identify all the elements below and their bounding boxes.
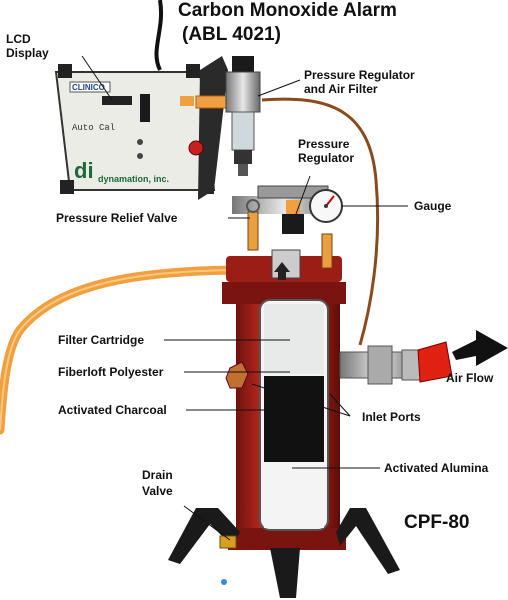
label-pressure-regulator-air-filter-1: Pressure Regulator (304, 68, 415, 82)
lcd-screen (102, 96, 132, 105)
label-pressure-regulator-1: Pressure (298, 137, 350, 151)
label-inlet-ports: Inlet Ports (362, 410, 421, 424)
label-display: Display (6, 46, 49, 60)
tripod-stand (168, 508, 400, 598)
power-cord (154, 0, 163, 71)
inlet-fitting (339, 330, 508, 385)
label-gauge: Gauge (414, 199, 452, 213)
top-regulator-filter (225, 56, 261, 176)
label-fiberloft-polyester: Fiberloft Polyester (58, 365, 164, 379)
air-flow-arrow (452, 330, 508, 366)
diagram-title-line2: (ABL 4021) (182, 24, 281, 45)
red-inlet-nozzle (417, 341, 453, 383)
label-activated-charcoal: Activated Charcoal (58, 403, 167, 417)
leader-lines (81, 55, 408, 541)
label-pressure-regulator-2: Regulator (298, 151, 355, 165)
label-drain: Drain (142, 468, 173, 482)
device-maker: dynamation, inc. (98, 174, 169, 184)
label-valve: Valve (142, 484, 173, 498)
label-pressure-regulator-air-filter-2: and Air Filter (304, 82, 378, 96)
svg-text:di: di (74, 158, 94, 183)
label-pressure-relief-valve: Pressure Relief Valve (56, 211, 178, 225)
label-air-flow: Air Flow (446, 371, 494, 385)
device-mode: Auto Cal (72, 123, 115, 133)
label-activated-alumina: Activated Alumina (384, 461, 489, 475)
label-filter-cartridge: Filter Cartridge (58, 333, 145, 347)
filter-cylinder (222, 185, 346, 550)
model-number: CPF-80 (404, 512, 470, 533)
label-lcd: LCD (6, 32, 31, 46)
co-monitor-unit: CLINICO Auto Cal dynamation, inc. di (54, 56, 228, 200)
alumina-layer (264, 462, 324, 528)
charcoal-layer (264, 376, 324, 462)
sample-tube (261, 97, 380, 346)
device-brand: CLINICO (72, 83, 105, 92)
diagram-title-line1: Carbon Monoxide Alarm (178, 0, 397, 21)
orange-connector (195, 95, 231, 109)
